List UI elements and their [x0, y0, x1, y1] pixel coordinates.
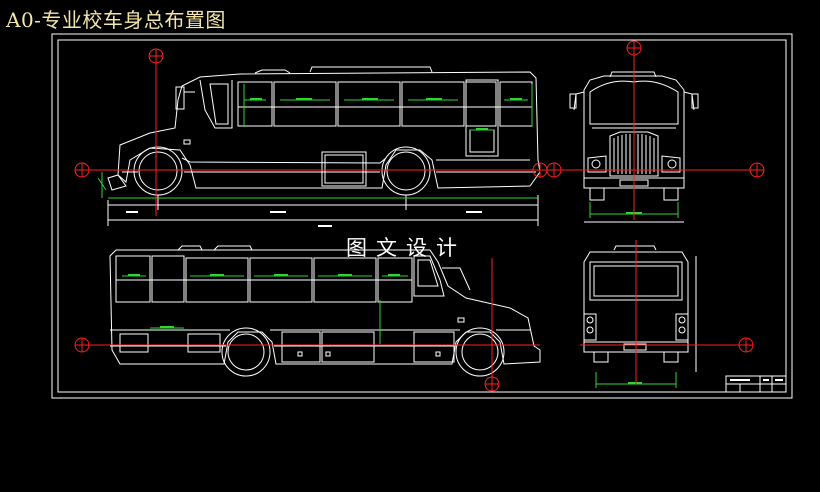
drawing-title: A0-专业校车身总布置图 — [6, 8, 226, 32]
title-block — [725, 375, 787, 393]
rear-view — [583, 245, 697, 388]
watermark-text: 图文设计 — [346, 236, 466, 260]
side-view-left — [97, 66, 541, 227]
side-view-right — [109, 245, 541, 377]
drawing-frame — [51, 33, 793, 399]
centerlines — [82, 48, 762, 384]
centerline-markers — [74, 40, 765, 392]
